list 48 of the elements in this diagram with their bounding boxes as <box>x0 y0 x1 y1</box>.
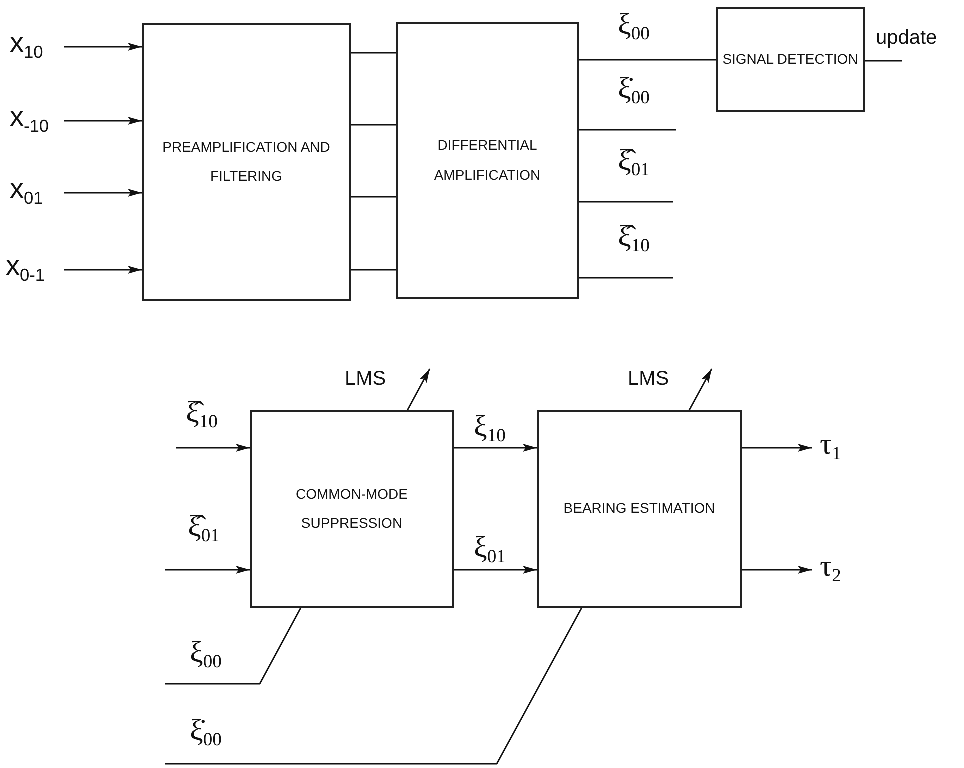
signal-line <box>579 59 716 61</box>
process-box <box>250 410 454 608</box>
process-box <box>142 23 351 301</box>
arrow <box>64 43 142 51</box>
process-box <box>716 7 865 112</box>
signal-label: x$_{0-1}$ <box>6 252 46 284</box>
signal-line <box>579 129 676 131</box>
box-label: PREAMPLIFICATION AND FILTERING <box>162 138 332 186</box>
process-box <box>396 22 579 299</box>
signal-line <box>865 60 902 62</box>
edge-label: update <box>876 28 938 48</box>
edge-label: ξ̇$_{00}$ <box>618 74 650 108</box>
arrow <box>64 189 142 197</box>
signal-line <box>579 277 673 279</box>
signal-label: x$_{10}$ <box>10 28 44 62</box>
edge-label: ξ$_{00}$ <box>190 638 222 672</box>
edge-label: ξ̇$_{00}$ <box>190 716 222 750</box>
signal-line <box>351 196 396 198</box>
arrow <box>454 444 537 452</box>
edge-label: ξ̂$_{01}$ <box>618 146 650 180</box>
signal-line <box>351 124 396 126</box>
edge-label: τ$_{1}$ <box>820 430 842 464</box>
arrow <box>742 444 812 452</box>
arrow <box>742 566 812 574</box>
signal-label: x$_{01}$ <box>10 174 44 208</box>
edge-label: ξ̂$_{10}$ <box>186 398 218 432</box>
box-label: SIGNAL DETECTION <box>722 50 860 69</box>
signal-label: x$_{-10}$ <box>10 102 50 136</box>
signal-line <box>351 52 396 54</box>
edge-label: ξ$_{10}$ <box>474 412 506 446</box>
signal-label: LMS <box>628 369 670 389</box>
arrow <box>454 566 537 574</box>
edge-label: ξ$_{01}$ <box>474 533 506 568</box>
arrow <box>64 266 142 274</box>
box-label: COMMON-MODE SUPPRESSION <box>295 484 409 533</box>
edge-label: ξ$_{00}$ <box>618 10 650 44</box>
arrow <box>64 117 142 125</box>
box-label: DIFFERENTIAL AMPLIFICATION <box>433 136 542 184</box>
process-box <box>537 410 742 608</box>
edge-label: ξ̂$_{10}$ <box>618 222 650 256</box>
signal-label: LMS <box>345 369 386 389</box>
box-label: BEARING ESTIMATION <box>562 499 716 518</box>
edge-label: ξ̂$_{01}$ <box>188 512 220 546</box>
arrow <box>165 566 250 574</box>
arrow <box>176 444 250 452</box>
signal-line <box>351 269 396 271</box>
edge-label: τ$_{2}$ <box>820 552 842 586</box>
signal-line <box>579 201 673 203</box>
